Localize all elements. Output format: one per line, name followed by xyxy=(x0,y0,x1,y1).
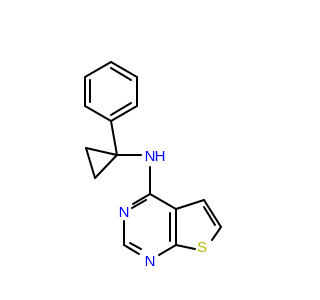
bond-phenyl-4 xyxy=(110,61,138,78)
bond-phenyl-inner-2 xyxy=(110,67,132,81)
bond-c4a-c4 xyxy=(149,193,177,210)
pyrimidine-n3-label: N xyxy=(119,204,130,221)
structure-canvas: N H N N S xyxy=(84,61,222,270)
bond-cyclopropane-1 xyxy=(85,147,118,156)
bond-phenyl-inner-3 xyxy=(110,102,132,116)
thiophene-sulfur-label: S xyxy=(197,239,207,256)
bond-phenyl-1 xyxy=(84,105,112,122)
bond-c6-s xyxy=(211,226,222,241)
bond-cyclopropane-3 xyxy=(94,154,118,179)
bond-c4-n3-double xyxy=(131,199,147,209)
bond-c5-c6 xyxy=(203,199,222,228)
bond-n1-c7a xyxy=(158,244,177,256)
bond-c5-c6-double xyxy=(203,206,216,226)
structure-diagram: N H N N S xyxy=(84,61,222,270)
pyrimidine-n1-label: N xyxy=(145,253,156,270)
bond-phenyl-6 xyxy=(110,105,138,122)
bond-c4-n3 xyxy=(132,193,151,205)
bond-s-c7a xyxy=(175,244,196,250)
amine-hydrogen-label: H xyxy=(155,148,166,165)
bond-c4a-c5 xyxy=(175,199,205,210)
bond-phenyl-3 xyxy=(84,61,112,78)
bond-c2-n1 xyxy=(123,244,140,255)
bond-cyclopropane-2 xyxy=(85,147,96,179)
bond-c2-n1-double xyxy=(129,242,142,250)
atom-labels: N H N N S xyxy=(119,148,207,270)
bond-phenyl-cq xyxy=(110,120,118,156)
bonds xyxy=(84,61,222,256)
amine-nitrogen-label: N xyxy=(145,148,156,165)
